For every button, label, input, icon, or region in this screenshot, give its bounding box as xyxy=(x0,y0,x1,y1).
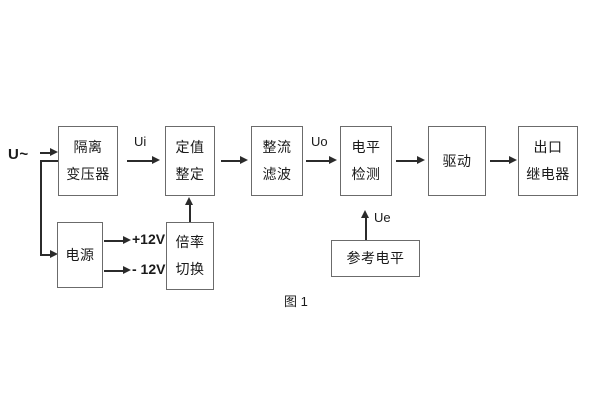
wire-setting-to-rectifier xyxy=(221,160,243,162)
arrowhead-to-level-detection xyxy=(329,155,337,164)
arrowhead-to-rectifier-filter xyxy=(240,155,248,164)
wire-isolation-to-setting xyxy=(127,160,155,162)
arrowhead-to-power-supply xyxy=(50,249,58,258)
block-isolation-transformer[interactable]: 隔离 变压器 xyxy=(58,126,118,196)
block-rectifier-filter-line-1: 整流 xyxy=(262,139,292,156)
arrowhead-to-setting-value-from-ratio-switch xyxy=(185,197,193,205)
block-setting-value-line-1: 定值 xyxy=(175,139,205,156)
wire-power-supply-negative-rail xyxy=(104,270,126,272)
wire-reference-level-to-level-detection xyxy=(365,217,367,240)
block-isolation-transformer-line-1: 隔离 xyxy=(73,139,103,156)
signal-label-uo: Uo xyxy=(311,134,328,149)
block-output-relay[interactable]: 出口 继电器 xyxy=(518,126,578,196)
arrowhead-to-output-relay xyxy=(509,155,517,164)
block-setting-value[interactable]: 定值 整定 xyxy=(165,126,215,196)
block-level-detection-line-1: 电平 xyxy=(351,139,381,156)
wire-power-supply-positive-rail xyxy=(104,240,126,242)
arrowhead-to-isolation-transformer xyxy=(50,147,58,156)
block-output-relay-line-1: 出口 xyxy=(533,139,563,156)
block-level-detection-line-2: 检测 xyxy=(351,166,381,182)
wire-driver-to-output-relay xyxy=(490,160,512,162)
figure-caption: 图 1 xyxy=(284,294,308,309)
block-rectifier-filter[interactable]: 整流 滤波 xyxy=(251,126,303,196)
wire-bus-to-isolation-transformer xyxy=(40,152,54,154)
block-rectifier-filter-line-2: 滤波 xyxy=(262,166,292,182)
block-ratio-switch-line-2: 切换 xyxy=(175,261,205,277)
block-setting-value-line-2: 整定 xyxy=(175,166,205,182)
rail-label-positive-12v: +12V xyxy=(132,231,166,247)
arrowhead-negative-rail xyxy=(123,265,131,274)
wire-bus-to-power-supply xyxy=(40,254,54,256)
block-driver-line-1: 驱动 xyxy=(442,152,472,169)
block-power-supply-line-1: 电源 xyxy=(65,246,95,263)
wire-level-detection-to-driver xyxy=(396,160,420,162)
wire-input-bus-vertical xyxy=(40,160,42,255)
signal-label-ui: Ui xyxy=(134,134,147,149)
block-driver[interactable]: 驱动 xyxy=(428,126,486,196)
wire-ratio-switch-to-setting-value xyxy=(189,204,191,222)
block-level-detection[interactable]: 电平 检测 xyxy=(340,126,392,196)
arrowhead-to-setting-value xyxy=(152,155,160,164)
block-reference-level[interactable]: 参考电平 xyxy=(331,240,420,277)
wire-rectifier-to-level-detection xyxy=(306,160,332,162)
block-output-relay-line-2: 继电器 xyxy=(526,166,570,182)
rail-label-negative-12v: - 12V xyxy=(132,261,166,277)
arrowhead-to-driver xyxy=(417,155,425,164)
arrowhead-to-level-detection-from-reference xyxy=(361,210,369,218)
wire-source-to-bus xyxy=(40,160,60,162)
block-power-supply[interactable]: 电源 xyxy=(57,222,103,288)
source-label-u-ac: U~ xyxy=(8,146,29,163)
block-isolation-transformer-line-2: 变压器 xyxy=(66,166,110,182)
arrowhead-positive-rail xyxy=(123,235,131,244)
signal-label-ue: Ue xyxy=(374,210,391,225)
block-reference-level-line-1: 参考电平 xyxy=(346,250,405,267)
block-ratio-switch[interactable]: 倍率 切换 xyxy=(166,222,214,290)
block-ratio-switch-line-1: 倍率 xyxy=(175,234,205,251)
